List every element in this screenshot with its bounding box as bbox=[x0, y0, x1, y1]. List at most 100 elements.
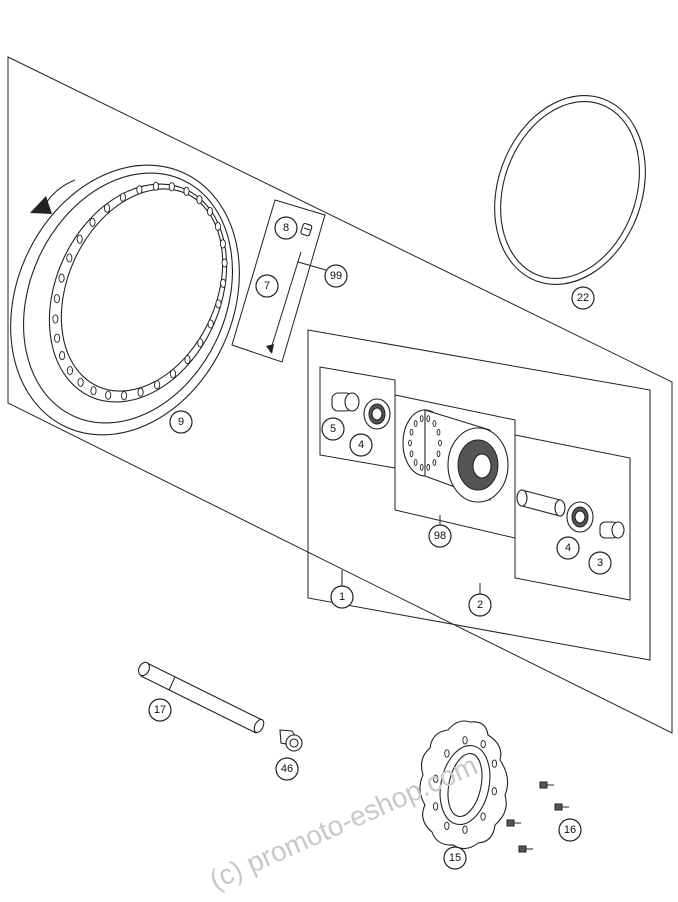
callout-16: 16 bbox=[558, 818, 582, 842]
hole bbox=[53, 294, 60, 304]
callout-15: 15 bbox=[443, 846, 467, 870]
rim-spoke-holes bbox=[52, 181, 228, 401]
hole bbox=[220, 278, 227, 288]
svg-text:16: 16 bbox=[564, 824, 576, 836]
callout-1: 1 bbox=[330, 585, 354, 609]
hole bbox=[154, 380, 161, 390]
hole bbox=[66, 253, 73, 263]
svg-text:7: 7 bbox=[264, 280, 270, 292]
bearing-right-part bbox=[566, 501, 594, 533]
hole bbox=[491, 759, 498, 768]
hole bbox=[184, 355, 191, 365]
axle-part bbox=[137, 661, 265, 734]
callout-22: 22 bbox=[571, 286, 595, 310]
rim-part bbox=[10, 164, 240, 436]
svg-text:1: 1 bbox=[339, 591, 345, 603]
right-bearing-frame bbox=[514, 434, 631, 601]
spacer-left-part bbox=[331, 392, 360, 412]
callout-3: 3 bbox=[588, 551, 612, 575]
callout-4-left: 4 bbox=[349, 433, 373, 457]
hole bbox=[76, 234, 83, 244]
callout-7: 7 bbox=[255, 274, 279, 298]
svg-text:98: 98 bbox=[434, 530, 446, 542]
hole bbox=[433, 774, 439, 783]
callout-46: 46 bbox=[275, 757, 299, 781]
hole bbox=[58, 273, 65, 283]
hole bbox=[121, 391, 128, 401]
hole bbox=[196, 195, 203, 205]
rim-tape-part bbox=[494, 95, 646, 285]
hole bbox=[432, 420, 437, 427]
hole bbox=[419, 415, 424, 422]
hole bbox=[444, 749, 450, 758]
hole bbox=[432, 459, 437, 466]
hole bbox=[436, 428, 441, 436]
hub-frame bbox=[307, 329, 651, 661]
hole bbox=[136, 185, 143, 195]
hole bbox=[480, 739, 486, 749]
bearing-left-part bbox=[363, 398, 391, 430]
distance-tube-part bbox=[516, 489, 566, 517]
hole bbox=[426, 415, 431, 422]
axle-nut-part bbox=[279, 729, 303, 752]
hole bbox=[137, 387, 144, 397]
hole bbox=[103, 203, 111, 213]
callout-9: 9 bbox=[169, 410, 193, 434]
hole bbox=[221, 258, 228, 268]
hole bbox=[89, 217, 96, 227]
hole bbox=[219, 239, 226, 249]
hole bbox=[408, 439, 412, 447]
hole bbox=[436, 450, 441, 458]
spoke-tip bbox=[266, 344, 274, 354]
svg-text:8: 8 bbox=[283, 222, 289, 234]
hole bbox=[413, 459, 418, 466]
hole bbox=[168, 182, 175, 192]
hole bbox=[480, 812, 486, 821]
spoke-part bbox=[269, 251, 302, 353]
callout-98: 98 bbox=[428, 524, 452, 548]
hole bbox=[432, 802, 439, 811]
svg-text:4: 4 bbox=[358, 439, 364, 451]
hole bbox=[77, 377, 84, 387]
svg-text:4: 4 bbox=[565, 542, 571, 554]
callout-8: 8 bbox=[274, 216, 298, 240]
svg-text:3: 3 bbox=[597, 557, 603, 569]
hole bbox=[426, 464, 431, 471]
spacer-right-part bbox=[599, 521, 625, 539]
hole bbox=[90, 386, 97, 396]
hole bbox=[183, 186, 190, 196]
svg-text:99: 99 bbox=[330, 270, 342, 282]
hole bbox=[105, 390, 112, 400]
nipple-part bbox=[300, 222, 313, 237]
svg-text:2: 2 bbox=[477, 599, 483, 611]
callout-5: 5 bbox=[321, 417, 345, 441]
svg-text:22: 22 bbox=[577, 292, 589, 304]
hub-part bbox=[402, 409, 509, 503]
rotation-arrow-icon bbox=[30, 179, 76, 214]
hole bbox=[462, 825, 468, 834]
hole bbox=[462, 736, 468, 745]
hole bbox=[66, 365, 74, 376]
svg-text:15: 15 bbox=[449, 852, 461, 864]
svg-text:46: 46 bbox=[281, 763, 293, 775]
disc-bolt-part bbox=[506, 781, 569, 853]
hole bbox=[206, 206, 214, 217]
hole bbox=[119, 192, 126, 202]
hole bbox=[169, 369, 177, 379]
svg-text:5: 5 bbox=[330, 423, 336, 435]
svg-text:9: 9 bbox=[178, 416, 184, 428]
brake-disc-holes bbox=[432, 736, 498, 834]
spoke-kit-frame bbox=[231, 199, 326, 363]
hole bbox=[215, 299, 222, 309]
hole bbox=[409, 450, 414, 458]
svg-text:17: 17 bbox=[154, 704, 166, 716]
hole bbox=[438, 439, 442, 447]
hole bbox=[444, 821, 450, 831]
hole bbox=[152, 181, 159, 191]
hole bbox=[409, 428, 414, 436]
callout-2: 2 bbox=[468, 593, 492, 617]
hole bbox=[52, 314, 59, 324]
hub-flange-holes bbox=[408, 415, 442, 471]
hole bbox=[207, 319, 214, 329]
